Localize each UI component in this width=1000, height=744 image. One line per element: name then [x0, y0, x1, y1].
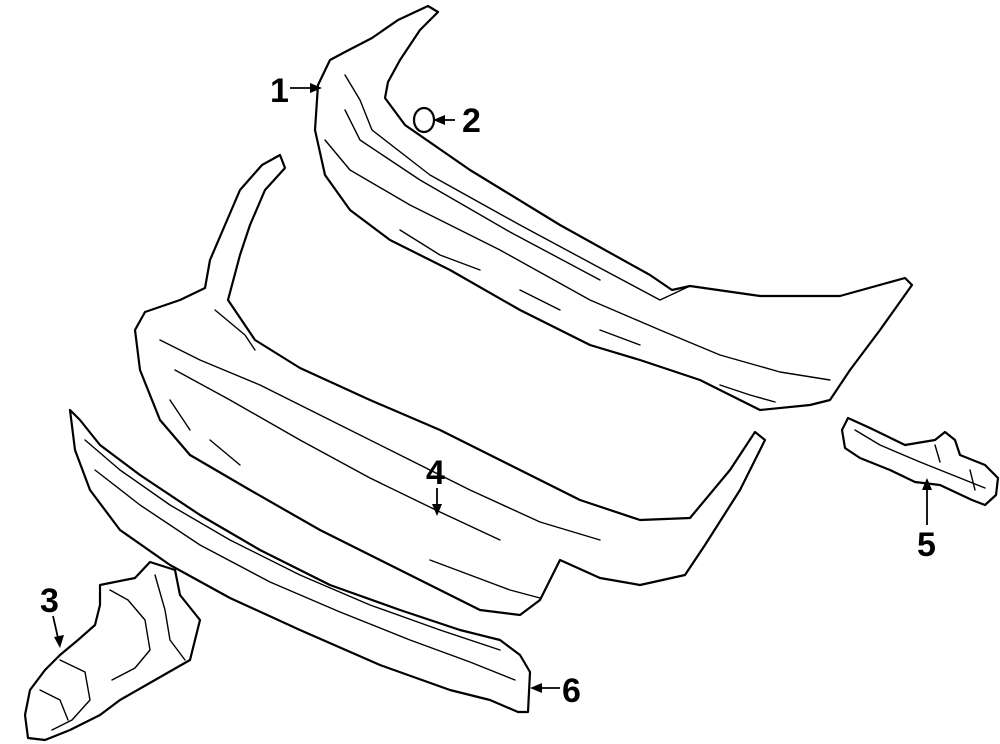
callout-3: 3	[40, 582, 59, 620]
part-6-lower-valance[interactable]	[68, 408, 532, 714]
part-5-bracket[interactable]	[840, 416, 1000, 507]
callout-6: 6	[562, 672, 581, 710]
part-1-bumper-cover[interactable]	[313, 4, 914, 412]
callout-3-leader	[52, 615, 64, 648]
callout-4-leader	[432, 488, 442, 516]
callout-6-leader	[530, 683, 560, 693]
callout-2-leader	[433, 115, 455, 125]
callout-1: 1	[270, 72, 289, 110]
part-3-mount-bracket[interactable]	[23, 560, 202, 742]
callout-4: 4	[426, 454, 445, 492]
part-2-cap[interactable]	[412, 106, 436, 134]
callout-2: 2	[462, 102, 481, 140]
callout-5-leader	[922, 478, 932, 525]
callout-1-leader	[290, 83, 322, 93]
callout-5: 5	[917, 526, 936, 564]
part-4-bumper-absorber[interactable]	[133, 153, 767, 617]
